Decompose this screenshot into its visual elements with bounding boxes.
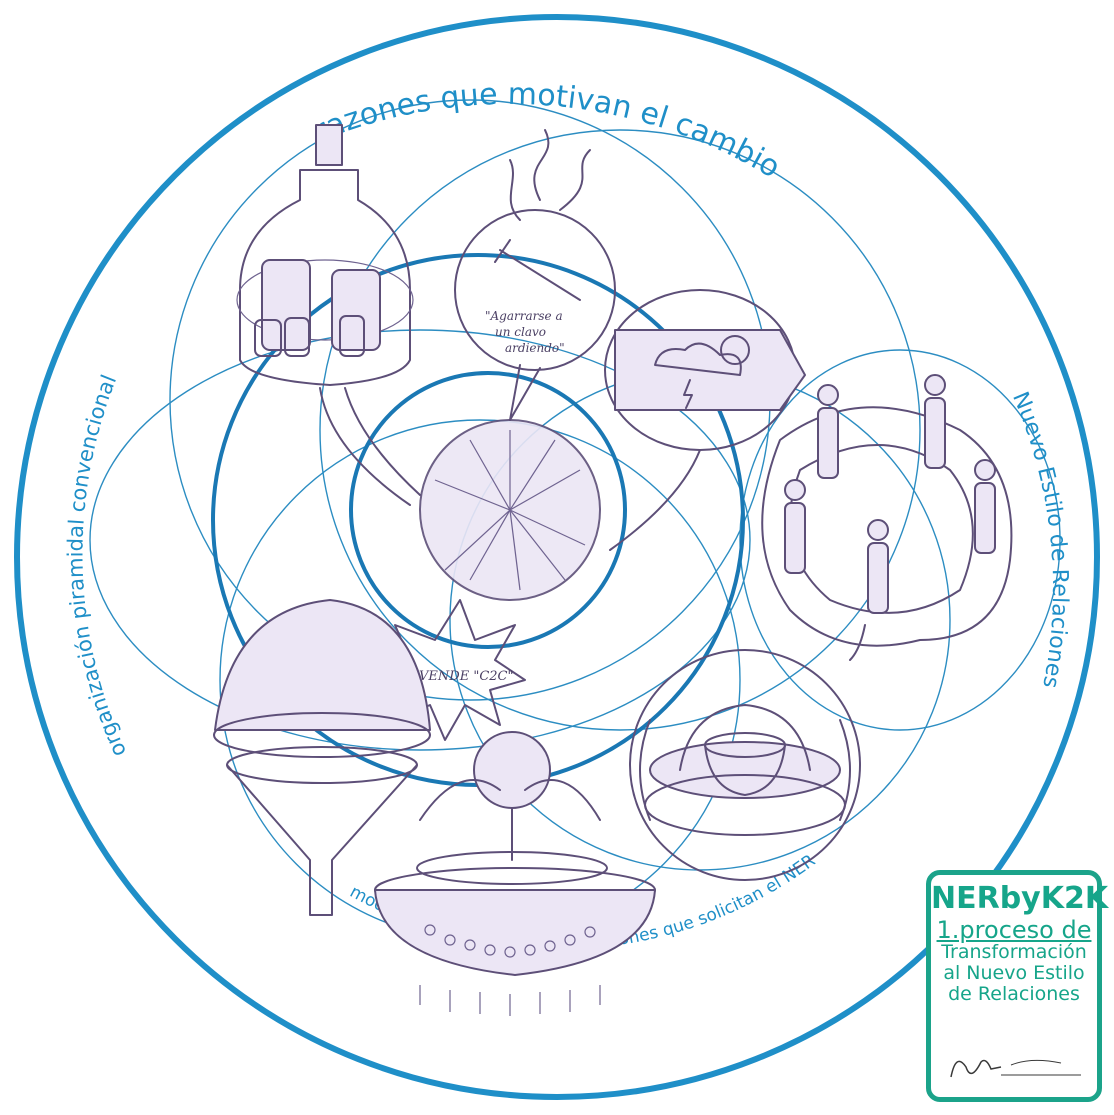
- logo-badge: NERbyK2K 1.proceso de Transformación al …: [926, 870, 1102, 1102]
- dandelion-sphere-icon: [420, 420, 600, 600]
- signature-icon: [941, 1047, 1091, 1087]
- label-right: Nuevo Estilo de Relaciones: [1007, 388, 1072, 690]
- dome-funnel-icon: [214, 600, 430, 915]
- svg-text:un clavo: un clavo: [495, 325, 546, 339]
- svg-text:ardiendo": ardiendo": [505, 341, 565, 355]
- burning-nail-icon: "Agarrarse a un clavo ardiendo": [455, 130, 615, 420]
- fountain-bowls-icon: [375, 732, 655, 1016]
- title-top: razones que motivan el cambio: [309, 77, 786, 186]
- nested-sphere-icon: [630, 650, 860, 880]
- badge-line-3: al Nuevo Estilo: [931, 963, 1097, 984]
- linked-people-icon: [762, 375, 1011, 660]
- label-left: organización piramidal convencional: [63, 371, 131, 760]
- svg-text:"Agarrarse a: "Agarrarse a: [485, 309, 563, 323]
- badge-line-2: Transformación: [931, 942, 1097, 963]
- storm-sign-icon: [605, 290, 805, 550]
- badge-line-4: de Relaciones: [931, 984, 1097, 1005]
- badge-line-1: 1.proceso de: [931, 918, 1097, 942]
- badge-title: NERbyK2K: [931, 881, 1097, 916]
